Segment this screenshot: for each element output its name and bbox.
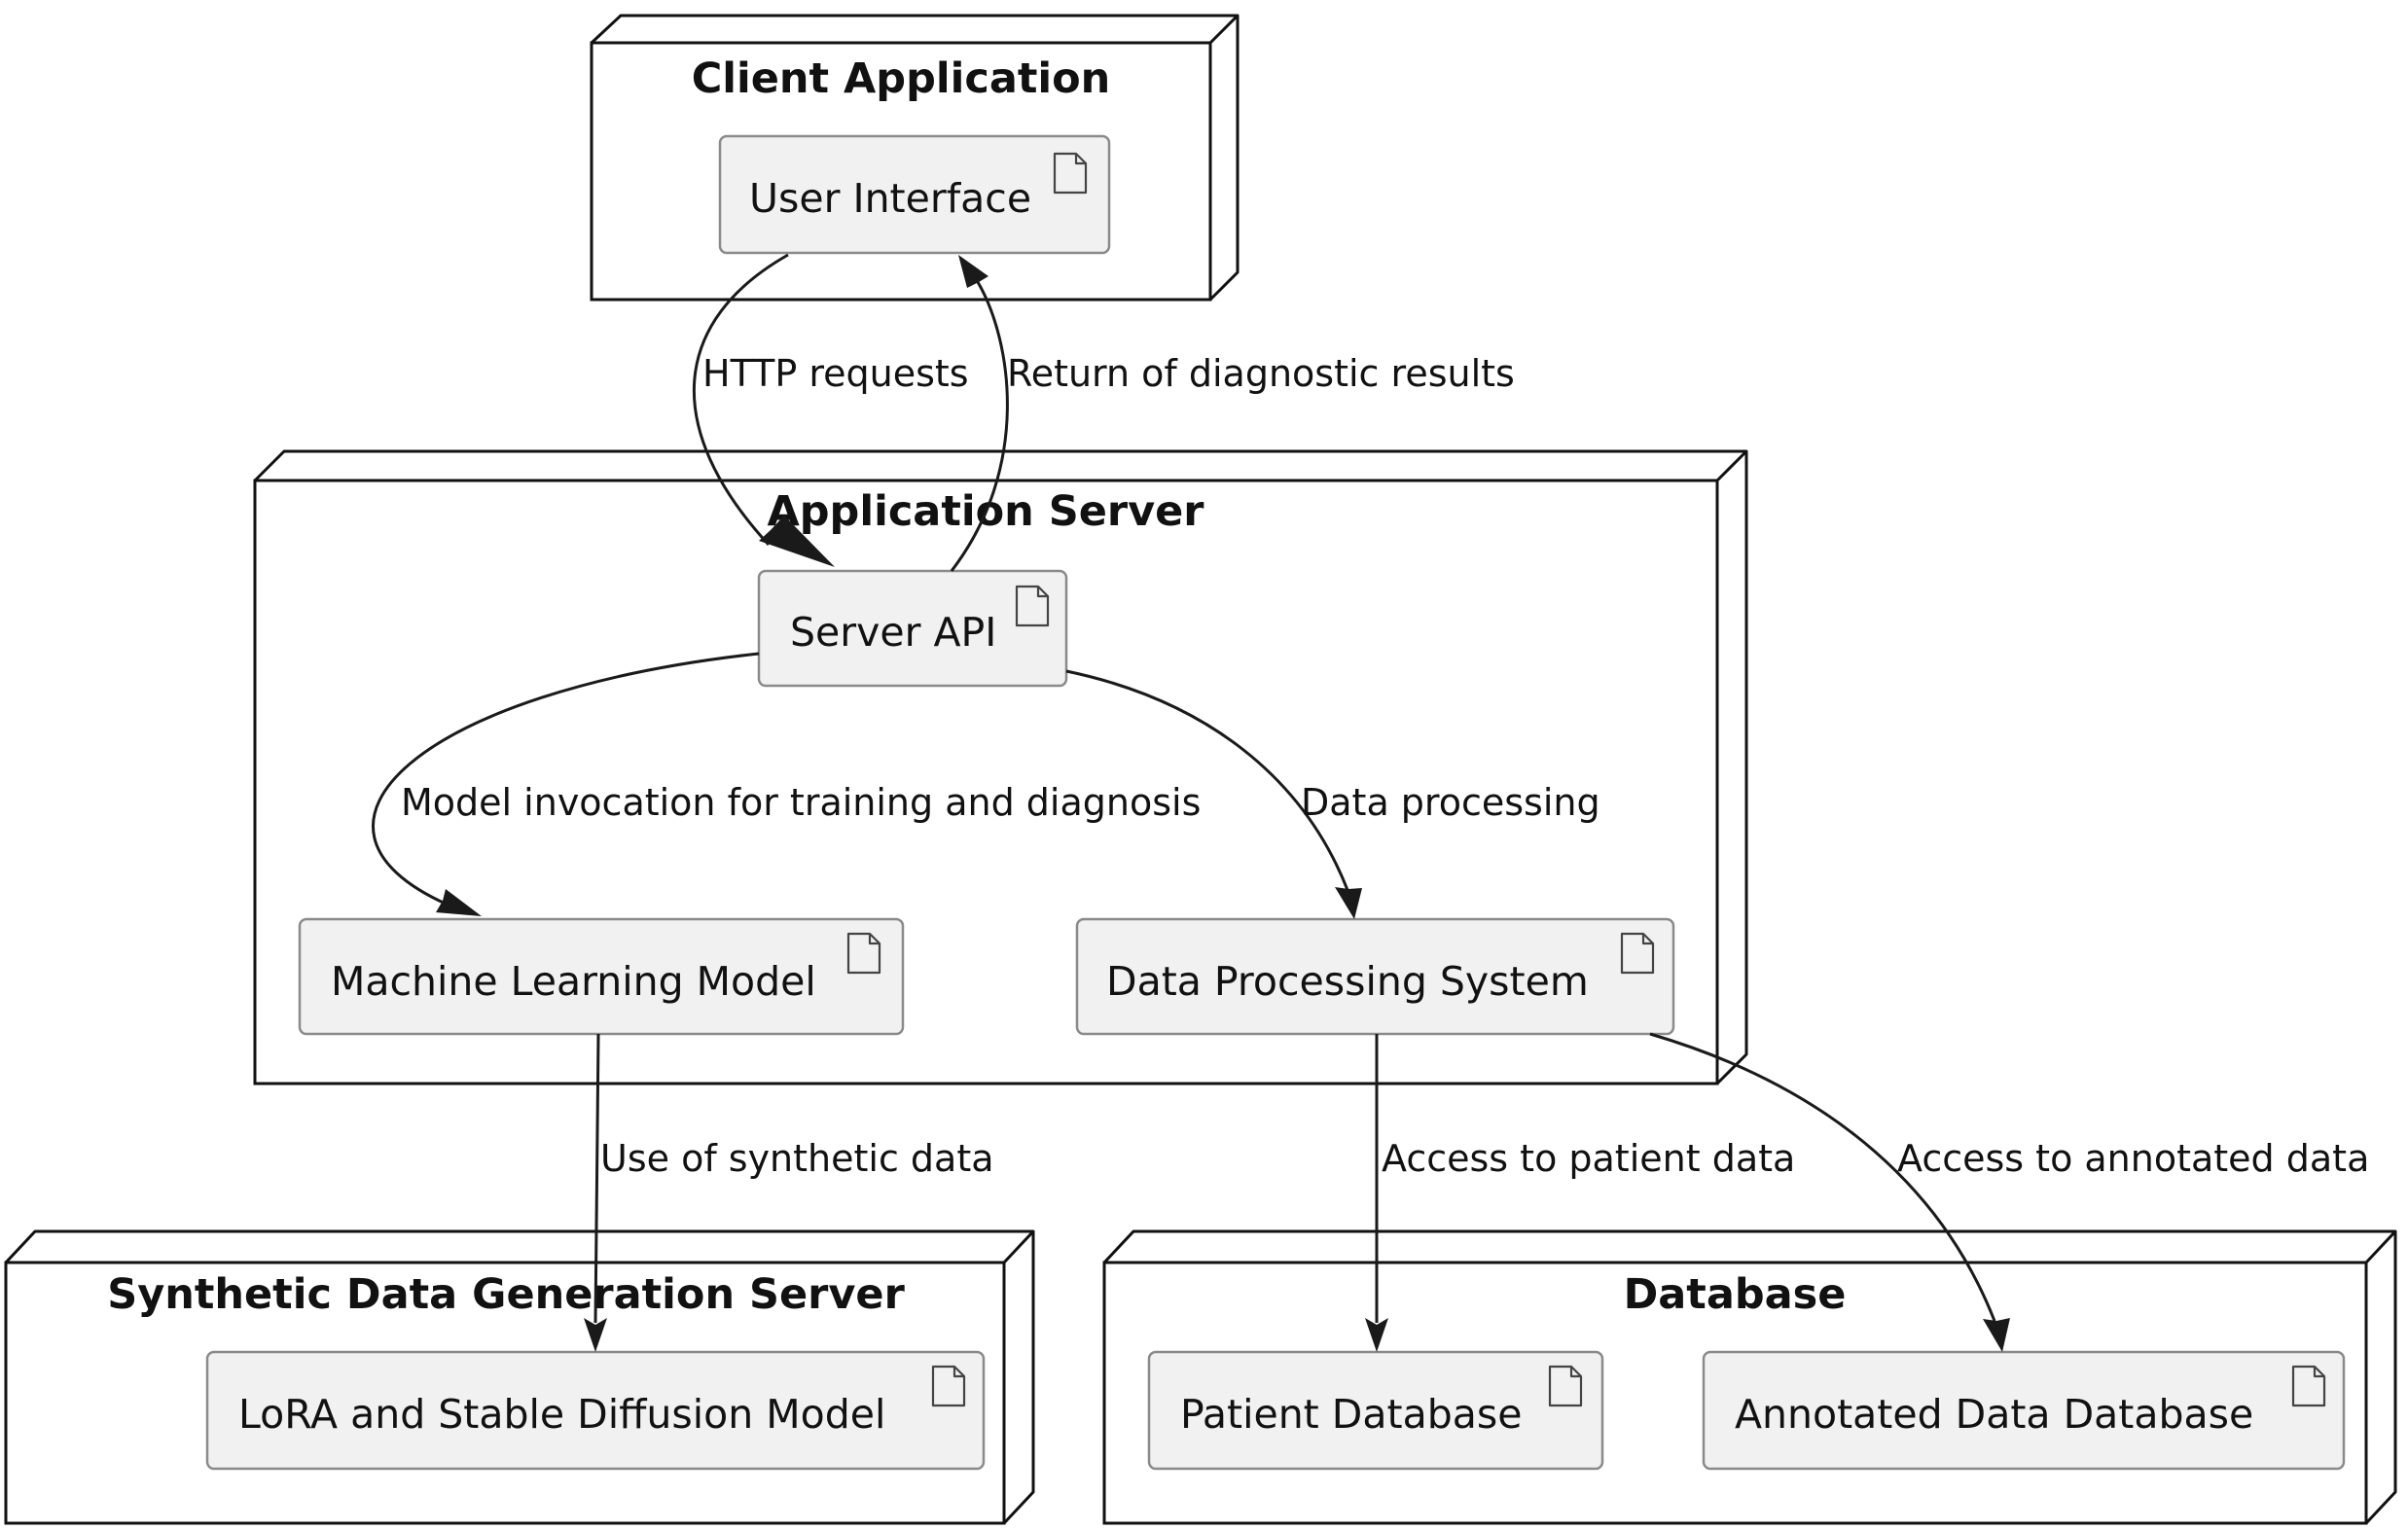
edge-access-annotated-data: Access to annotated data [1649,1032,2369,1352]
component-box [757,569,1068,688]
edge-label: Return of diagnostic results [1007,352,1515,395]
component-data-processing-system: Data Processing System [1075,917,1675,1036]
component-annotated-data-database: Annotated Data Database [1702,1350,2346,1471]
document-artifact-icon [1620,932,1655,975]
document-artifact-icon [1015,585,1050,627]
node-title: Client Application [692,54,1111,103]
arrowhead-icon [584,1318,607,1352]
edge-label: Data processing [1301,781,1600,824]
document-artifact-icon [1053,152,1088,195]
component-box [1702,1350,2346,1471]
component-user-interface: User Interface [718,134,1111,255]
edge-return-diagnostic-results: Return of diagnostic results [950,255,1515,572]
arrowhead-icon [436,889,482,916]
arrowhead-icon [1335,887,1362,919]
edge-use-of-synthetic-data: Use of synthetic data [584,1033,994,1352]
component-machine-learning-model: Machine Learning Model [298,917,905,1036]
edge-data-processing: Data processing [1065,669,1600,919]
edge-model-invocation: Model invocation for training and diagno… [372,652,1201,916]
component-lora-stable-diffusion-model: LoRA and Stable Diffusion Model [205,1350,986,1471]
node-title: Synthetic Data Generation Server [107,1270,905,1319]
node-title: Database [1624,1270,1847,1319]
edge-http-requests: HTTP requests [692,253,969,567]
component-box [1147,1350,1604,1471]
arrowhead-icon [1983,1318,2010,1352]
component-label: Patient Database [1180,1391,1522,1438]
component-patient-database: Patient Database [1147,1350,1604,1471]
component-label: LoRA and Stable Diffusion Model [238,1391,885,1438]
component-label: Data Processing System [1106,958,1589,1005]
component-label: Annotated Data Database [1735,1391,2253,1438]
arrowhead-icon [1365,1318,1388,1352]
arrowhead-icon [759,516,835,567]
edge-label: Access to patient data [1382,1137,1795,1180]
edge-access-patient-data: Access to patient data [1365,1034,1795,1352]
edge-label: Use of synthetic data [600,1137,994,1180]
document-artifact-icon [1548,1365,1583,1407]
component-label: Server API [790,609,996,656]
edge-label: HTTP requests [702,352,969,395]
arrowhead-icon [958,255,988,288]
document-artifact-icon [846,932,881,975]
component-label: User Interface [749,175,1031,222]
document-artifact-icon [931,1365,966,1407]
component-box [718,134,1111,255]
component-server-api: Server API [757,569,1068,688]
document-artifact-icon [2291,1365,2326,1407]
component-box [298,917,905,1036]
edge-label: Model invocation for training and diagno… [401,781,1201,824]
edge-label: Access to annotated data [1897,1137,2369,1180]
component-label: Machine Learning Model [331,958,816,1005]
